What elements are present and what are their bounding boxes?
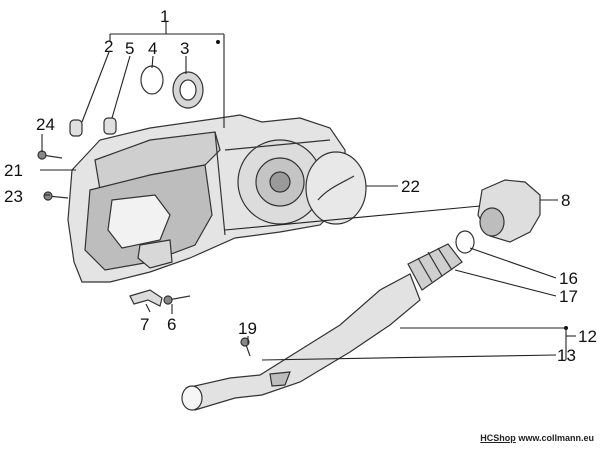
callout-6: 6 — [167, 315, 176, 334]
callout-2: 2 — [104, 37, 113, 56]
circlip — [140, 65, 164, 95]
callout-12: 12 — [578, 327, 597, 346]
callout-23: 23 — [4, 187, 23, 206]
callout-3: 3 — [180, 39, 189, 58]
screw — [43, 191, 69, 201]
leader-lines — [40, 22, 576, 361]
screw — [163, 295, 191, 305]
watermark-credit: HCShop www.collmann.eu — [480, 433, 594, 443]
callout-7: 7 — [140, 315, 149, 334]
callout-8: 8 — [561, 191, 570, 210]
callout-19: 19 — [238, 319, 257, 338]
bearing — [172, 71, 204, 109]
callout-1: 1 — [160, 7, 169, 26]
transmission-cover — [67, 114, 346, 283]
callout-labels: 1 2 5 4 3 24 21 23 22 8 16 17 7 6 19 12 … — [4, 7, 597, 365]
credit-site: www.collmann.eu — [518, 433, 594, 443]
callout-17: 17 — [559, 287, 578, 306]
callout-24: 24 — [36, 115, 55, 134]
screw — [37, 150, 63, 160]
dowel-pin — [69, 117, 117, 137]
clamp-bracket — [129, 289, 163, 307]
air-intake — [477, 179, 541, 243]
hose-clamp — [455, 230, 475, 254]
screw — [240, 337, 251, 357]
callout-16: 16 — [559, 269, 578, 288]
credit-shop: HCShop — [480, 433, 516, 443]
intake-duct — [181, 273, 421, 411]
callout-5: 5 — [125, 39, 134, 58]
callout-13: 13 — [557, 346, 576, 365]
callout-4: 4 — [148, 39, 157, 58]
callout-21: 21 — [4, 161, 23, 180]
callout-22: 22 — [401, 177, 420, 196]
emblem-cover — [305, 151, 367, 225]
rubber-sleeve — [407, 243, 463, 291]
